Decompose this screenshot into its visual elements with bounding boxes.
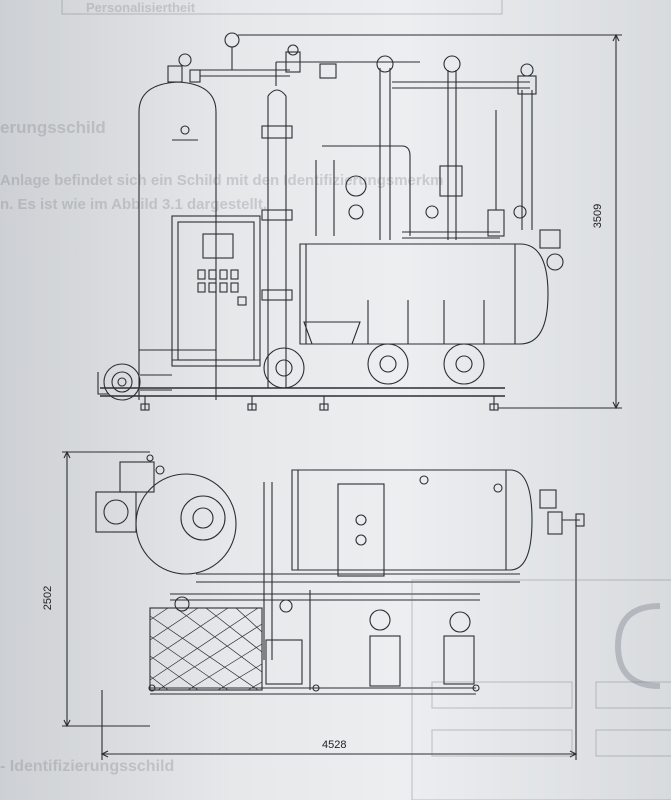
control-cabinet [171, 215, 261, 367]
dimension-height: 3509 [592, 203, 605, 229]
round-tank-top [135, 473, 237, 575]
pump-1 [263, 347, 305, 389]
left-motor [103, 363, 141, 401]
dimension-depth: 2502 [42, 585, 55, 611]
ghost-heading: erungsschild [0, 118, 106, 137]
dimension-width: 4528 [322, 739, 347, 751]
ghost-body-line-2: n. Es ist wie im Abbild 3.1 dargestellt. [0, 196, 268, 213]
side-view [97, 32, 622, 411]
ghost-nameplate [411, 579, 671, 800]
top-view [62, 450, 585, 760]
ghost-footer-caption: - Identifizierungsschild [0, 758, 175, 775]
cabinet-display [202, 233, 234, 259]
ghost-top-box-text: Personalisiertheit [86, 0, 196, 15]
pump-3 [443, 343, 485, 385]
long-tank-top [291, 469, 533, 571]
pump-2 [367, 343, 409, 385]
ghost-top-box [61, 0, 503, 15]
top-left-motor [95, 491, 137, 533]
horizontal-tank [299, 243, 549, 345]
ghost-body-line-1: Anlage befindet sich ein Schild mit den … [0, 172, 444, 189]
